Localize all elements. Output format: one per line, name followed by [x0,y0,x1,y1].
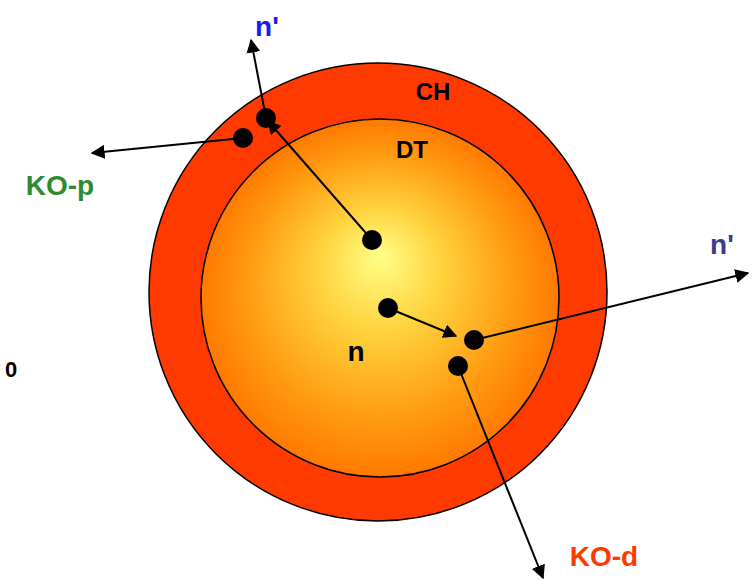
neutron-track [268,121,372,240]
knock-on-deuteron-track [458,366,543,578]
neutron-label: n [347,338,364,366]
circle-fill [201,119,559,477]
knock-on-proton-track [92,138,243,153]
scattered-neutron-track [474,273,748,340]
neutron-label: n' [255,13,279,41]
particle-dot [362,230,382,250]
dt-fuel: DT [200,118,560,478]
region-label: DT [396,138,428,162]
ch-shell: CH DT [148,62,608,522]
circle-outline [200,118,560,478]
particle-dot [256,108,276,128]
particle-dot [233,128,253,148]
axis-number: 0 [5,359,17,381]
knock-on-deuteron-label: KO-d [570,543,638,571]
neutron-label: n' [710,231,734,259]
scattered-neutron-track [251,40,266,118]
particle-dot [464,330,484,350]
neutron-track [388,308,456,336]
region-label: CH [416,80,451,104]
circle-fill [149,63,607,521]
particle-dot [378,298,398,318]
knock-on-proton-label: KO-p [26,172,94,200]
particle-dot [448,356,468,376]
